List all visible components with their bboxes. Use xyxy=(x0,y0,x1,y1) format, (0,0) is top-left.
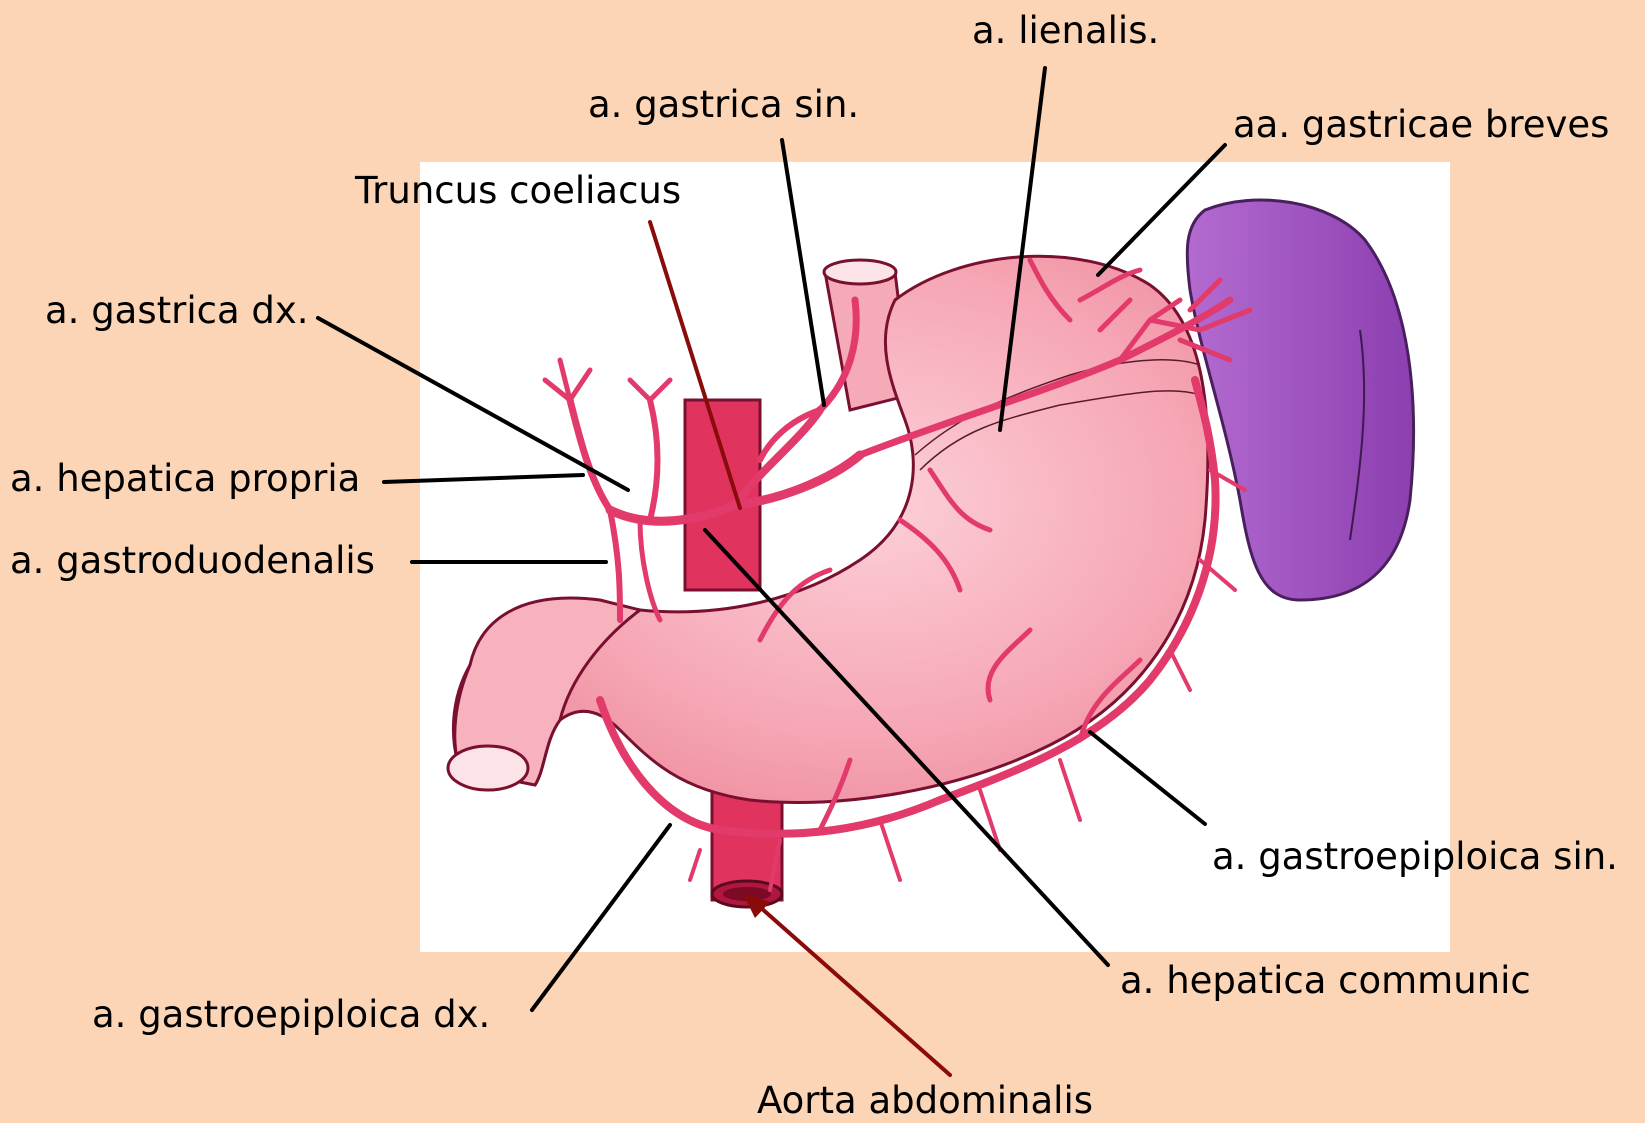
label-gastrica-sin: a. gastrica sin. xyxy=(588,86,859,123)
label-gastroduodenalis: a. gastroduodenalis xyxy=(10,542,375,579)
label-aorta-abdominalis: Aorta abdominalis xyxy=(757,1082,1093,1119)
label-truncus-coeliacus: Truncus coeliacus xyxy=(355,172,681,209)
label-gastrica-dx: a. gastrica dx. xyxy=(45,292,309,329)
label-gastroepiploica-dx: a. gastroepiploica dx. xyxy=(92,996,490,1033)
label-lienalis: a. lienalis. xyxy=(972,12,1159,49)
label-gastricae-breves: aa. gastricae breves xyxy=(1233,106,1609,143)
label-gastroepiploica-sin: a. gastroepiploica sin. xyxy=(1212,838,1618,875)
label-hepatica-communis: a. hepatica communic xyxy=(1120,962,1531,999)
label-hepatica-propria: a. hepatica propria xyxy=(10,460,360,497)
